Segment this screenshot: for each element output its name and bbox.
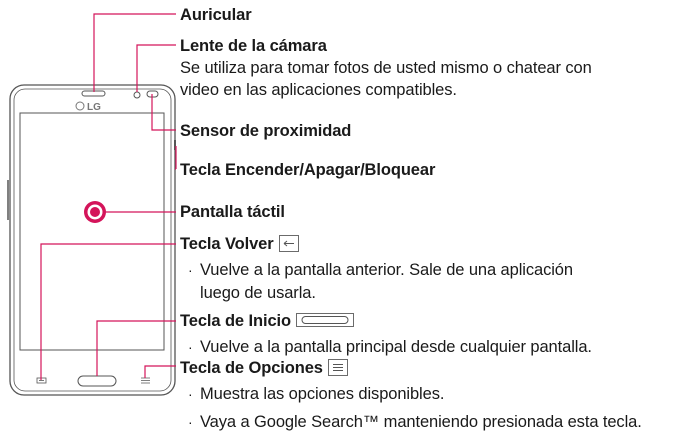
- lg-logo: LG: [75, 101, 101, 113]
- phone-screen: [19, 112, 165, 351]
- menu-key-glyph-icon: [327, 359, 348, 376]
- bullet-dot: ·: [188, 414, 193, 430]
- home-key-glyph-icon: [295, 313, 354, 327]
- camera-lens-icon: [133, 91, 141, 99]
- label-proximity-sensor: Sensor de proximidad: [180, 122, 352, 140]
- menu-key-label: Tecla de Opciones: [180, 359, 323, 377]
- camera-description-line-2: video en las aplicaciones compatibles.: [180, 81, 457, 99]
- bullet-dot: ·: [188, 339, 193, 355]
- leader-proximity: [151, 94, 176, 131]
- home-key-shape: [77, 375, 117, 387]
- leader-menu: [144, 365, 176, 378]
- back-key-label: Tecla Volver: [180, 235, 274, 253]
- label-earpiece: Auricular: [180, 6, 252, 24]
- brand-logo: LG: [87, 102, 101, 113]
- label-camera-lens: Lente de la cámara: [180, 37, 327, 55]
- bullet-dot: ·: [188, 386, 193, 402]
- leader-home: [96, 320, 176, 376]
- leader-lines: [40, 13, 177, 380]
- bullet-dot: ·: [188, 262, 193, 278]
- back-bullet-line-2: luego de usarla.: [200, 284, 316, 302]
- back-bullet-line-1: Vuelve a la pantalla anterior. Sale de u…: [200, 261, 573, 279]
- back-key-glyph-icon: [278, 235, 299, 252]
- camera-description-line-1: Se utiliza para tomar fotos de usted mis…: [180, 59, 592, 77]
- home-bullet-line-1: Vuelve a la pantalla principal desde cua…: [200, 338, 592, 356]
- leader-camera: [136, 44, 176, 92]
- leader-back: [40, 243, 176, 380]
- menu-bullet-line-2: Vaya a Google Search™ manteniendo presio…: [200, 413, 642, 431]
- phone-body: [7, 84, 176, 396]
- menu-key-icon: [141, 377, 150, 384]
- touch-target-icon: [84, 201, 106, 223]
- label-menu-key: Tecla de Opciones: [180, 358, 348, 378]
- label-touchscreen: Pantalla táctil: [180, 203, 285, 221]
- label-power-key: Tecla Encender/Apagar/Bloquear: [180, 161, 436, 179]
- label-back-key: Tecla Volver: [180, 234, 299, 254]
- label-home-key: Tecla de Inicio: [180, 311, 354, 331]
- home-key-label: Tecla de Inicio: [180, 312, 291, 330]
- leader-earpiece: [93, 13, 176, 92]
- menu-bullet-line-1: Muestra las opciones disponibles.: [200, 385, 445, 403]
